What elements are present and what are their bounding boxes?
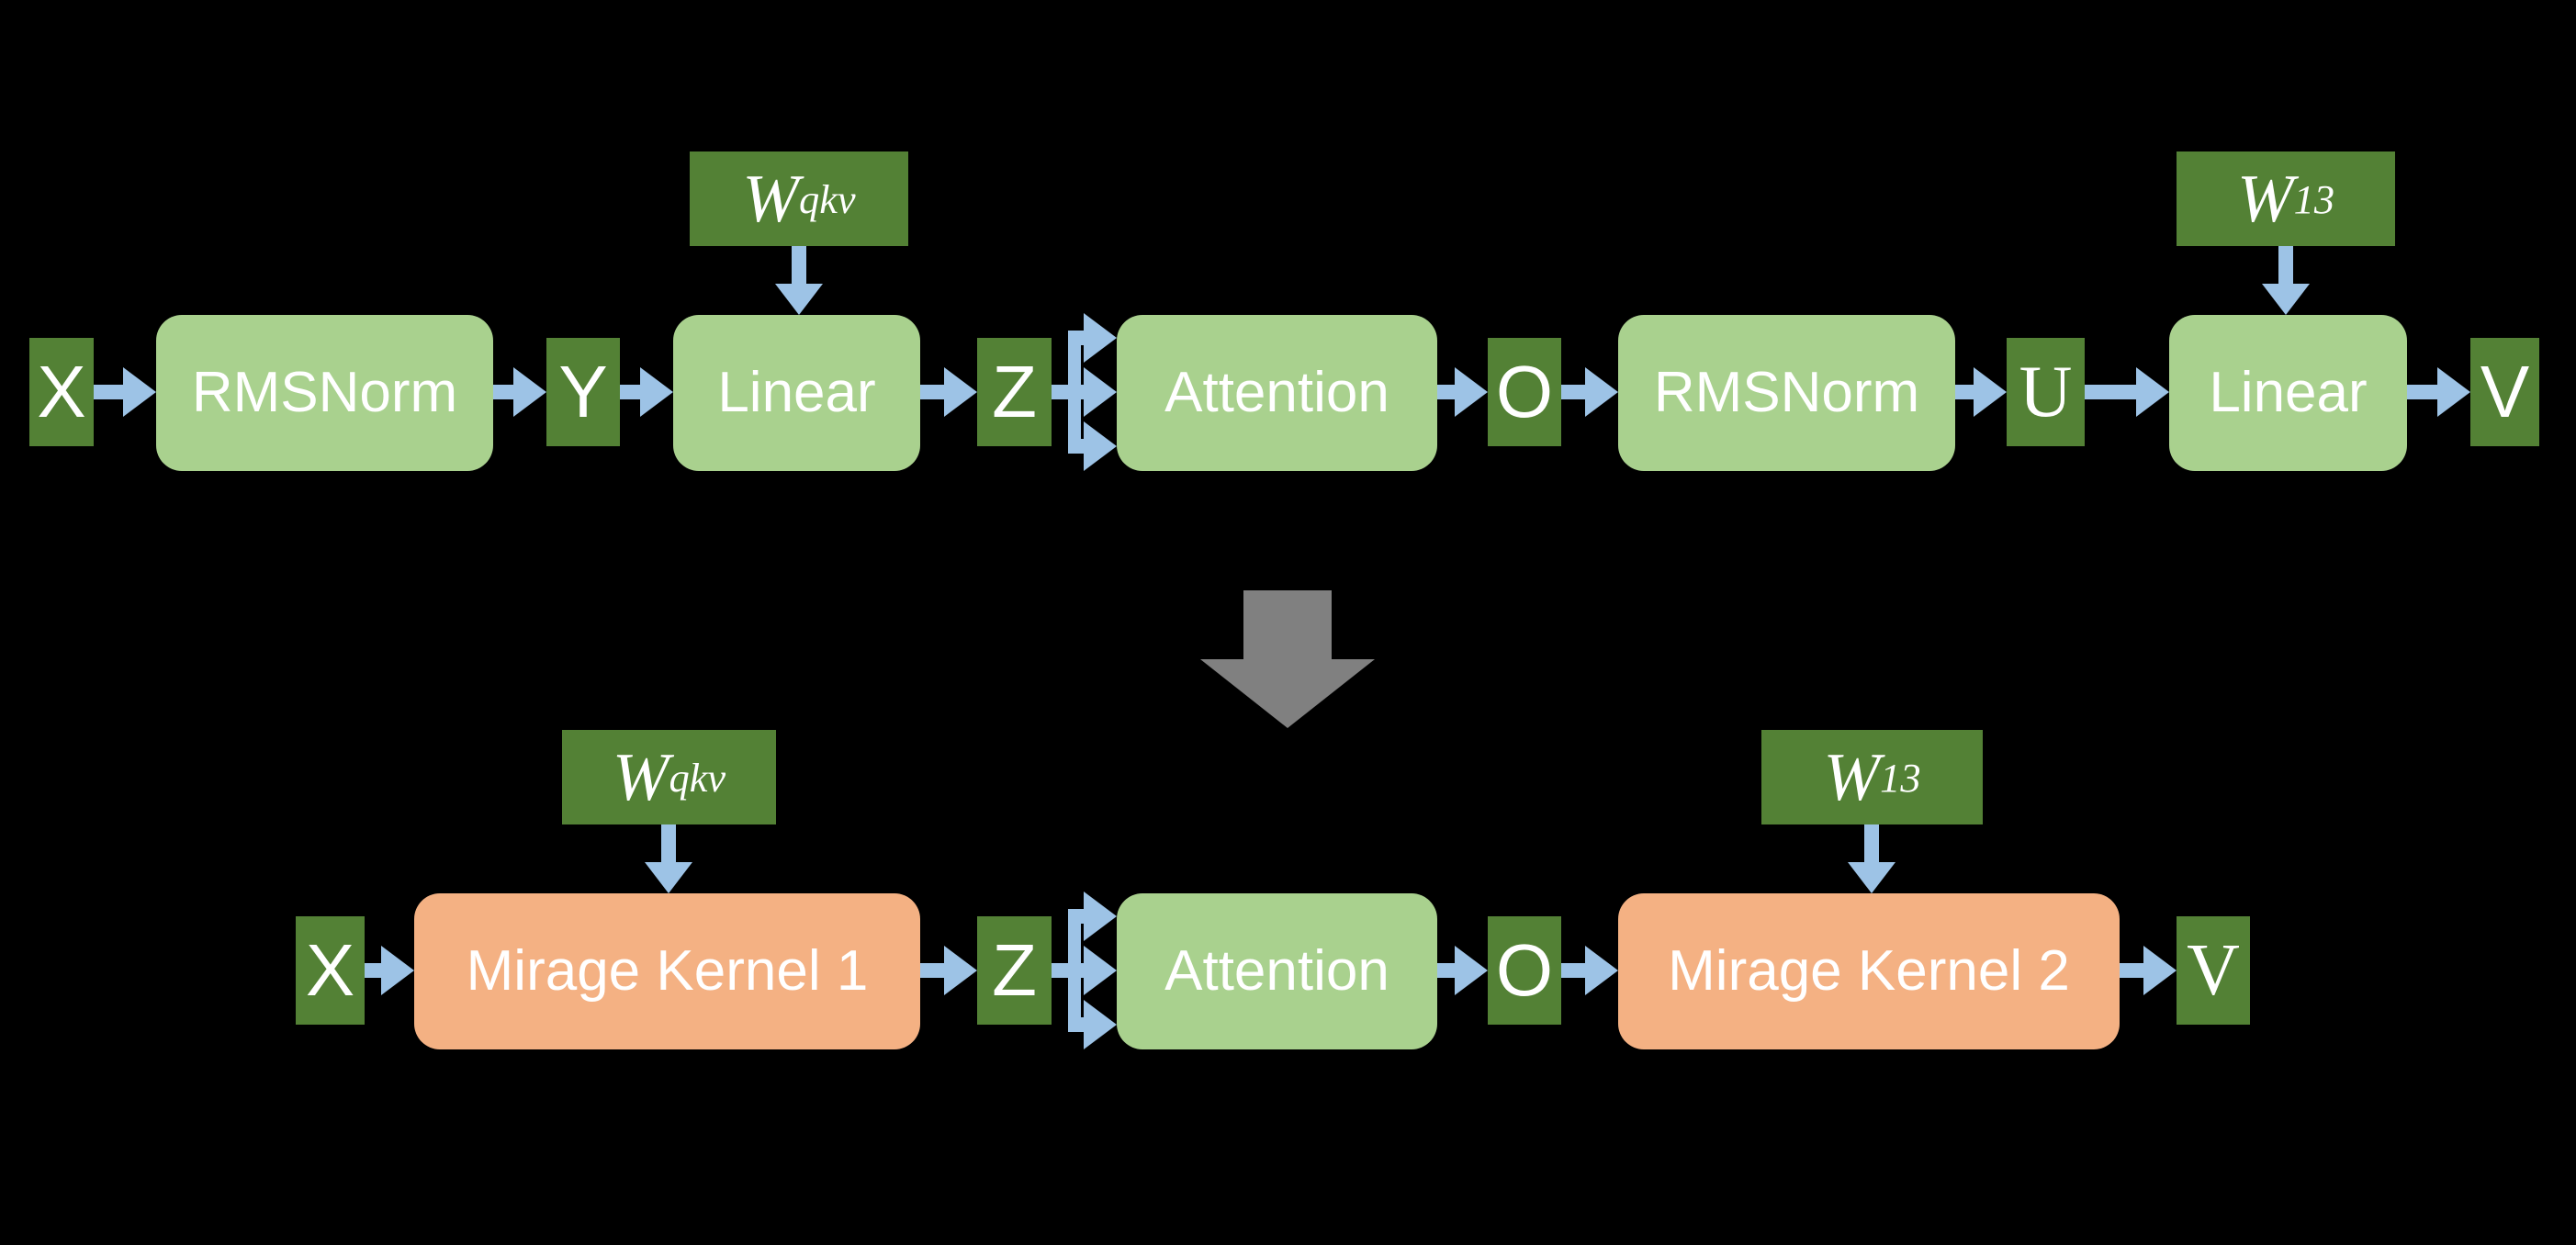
node-z-1: Z [977, 338, 1052, 446]
node-x-2: X [296, 916, 365, 1025]
arrow-head-wqkv2-mirage1 [645, 862, 692, 893]
node-attention-2: Attention [1117, 893, 1437, 1049]
arrow-head-linear1-z1 [944, 367, 977, 417]
arrow-stem-x1-rmsnorm1 [94, 385, 129, 399]
arrow-stem-o2-mirage2 [1561, 963, 1591, 978]
arrow-stem-w13-1-linear2 [2278, 246, 2293, 289]
arrow-stem-rmsnorm2-u1 [1955, 385, 1979, 399]
arrow-stem-attention2-o2 [1437, 963, 1460, 978]
fork-head-0-z1-attention1 [1084, 313, 1117, 363]
node-mirage-1: Mirage Kernel 1 [414, 893, 920, 1049]
arrow-stem-linear2-v1 [2407, 385, 2443, 399]
node-y-1: Y [546, 338, 620, 446]
arrow-stem-mirage2-v2 [2120, 963, 2149, 978]
arrow-head-wqkv1-linear1 [775, 284, 823, 315]
arrow-stem-wqkv2-mirage1 [661, 824, 676, 868]
arrow-head-linear2-v1 [2437, 367, 2470, 417]
fork-head-1-z1-attention1 [1084, 367, 1117, 417]
arrow-head-rmsnorm1-y1 [513, 367, 546, 417]
node-rmsnorm-1: RMSNorm [156, 315, 493, 471]
arrow-stem-y1-linear1 [620, 385, 646, 399]
node-u-1: U [2007, 338, 2085, 446]
arrow-head-u1-linear2 [2136, 367, 2169, 417]
arrow-stem-wqkv1-linear1 [792, 246, 806, 289]
fork-head-2-z1-attention1 [1084, 421, 1117, 471]
arrow-stem-o1-rmsnorm2 [1561, 385, 1591, 399]
arrow-stem-w13-2-mirage2 [1864, 824, 1879, 868]
arrow-stem-u1-linear2 [2085, 385, 2142, 399]
arrow-head-attention1-o1 [1455, 367, 1488, 417]
arrow-stem-attention1-o1 [1437, 385, 1460, 399]
node-linear-2: Linear [2169, 315, 2407, 471]
node-attention-1: Attention [1117, 315, 1437, 471]
arrow-head-w13-2-mirage2 [1848, 862, 1895, 893]
arrow-head-y1-linear1 [640, 367, 673, 417]
arrow-head-o1-rmsnorm2 [1585, 367, 1618, 417]
node-v-1: V [2470, 338, 2539, 446]
fork-bar-z2-attention2 [1068, 909, 1081, 1032]
node-z-2: Z [977, 916, 1052, 1025]
fork-bar-z1-attention1 [1068, 331, 1081, 454]
arrow-head-x2-mirage1 [381, 946, 414, 995]
arrow-head-mirage1-z2 [944, 946, 977, 995]
arrow-head-x1-rmsnorm1 [123, 367, 156, 417]
node-rmsnorm-2: RMSNorm [1618, 315, 1955, 471]
arrow-head-w13-1-linear2 [2262, 284, 2310, 315]
node-o-1: O [1488, 338, 1561, 446]
arrow-stem-linear1-z1 [920, 385, 950, 399]
node-v-2: V [2177, 916, 2250, 1025]
node-linear-1: Linear [673, 315, 920, 471]
fork-head-2-z2-attention2 [1084, 1000, 1117, 1049]
arrow-head-attention2-o2 [1455, 946, 1488, 995]
node-x-1: X [29, 338, 94, 446]
transform-down-arrow-icon [1200, 590, 1375, 728]
arrow-head-mirage2-v2 [2143, 946, 2177, 995]
arrow-stem-rmsnorm1-y1 [493, 385, 519, 399]
arrow-stem-mirage1-z2 [920, 963, 950, 978]
fork-head-0-z2-attention2 [1084, 892, 1117, 941]
arrow-head-rmsnorm2-u1 [1974, 367, 2007, 417]
fork-head-1-z2-attention2 [1084, 946, 1117, 995]
node-o-2: O [1488, 916, 1561, 1025]
node-mirage-2: Mirage Kernel 2 [1618, 893, 2120, 1049]
arrow-head-o2-mirage2 [1585, 946, 1618, 995]
